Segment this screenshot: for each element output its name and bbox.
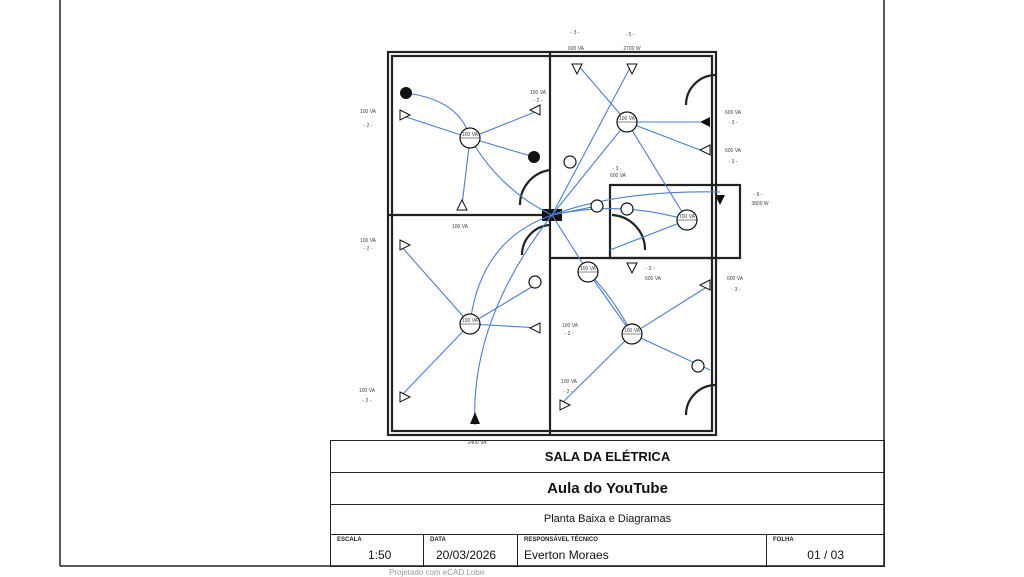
load-label: 100 VA xyxy=(360,238,377,244)
date-value: 20/03/2026 xyxy=(436,548,497,562)
load-label: 600 VA xyxy=(727,276,744,282)
load-label: 100 VA xyxy=(452,224,469,230)
load-label: - 2 - xyxy=(534,98,543,104)
date-field: DATA 20/03/2026 xyxy=(424,534,518,566)
light-fixtures: 100 VA 100 VA 100 VA 100 VA 100 VA 100 V… xyxy=(459,111,698,345)
load-label: - 3 - xyxy=(613,166,622,172)
load-label: 600 VA xyxy=(568,46,585,52)
engineer-value: Everton Moraes xyxy=(524,548,609,562)
lamp-label: 100 VA xyxy=(462,318,479,324)
load-label: 100 VA xyxy=(530,90,547,96)
load-label: - 3 - xyxy=(732,287,741,293)
scale-field: ESCALA 1:50 xyxy=(331,534,424,566)
load-label: 100 VA xyxy=(562,323,579,329)
load-label: 100 VA xyxy=(360,109,377,115)
load-label: - 3 - xyxy=(646,266,655,272)
project-subtitle: Aula do YouTube xyxy=(331,472,884,505)
lamp-label: 100 VA xyxy=(580,266,597,272)
load-label: 100 VA xyxy=(359,388,376,394)
lamp-label: 100 VA xyxy=(619,116,636,122)
lamp-label: 100 VA xyxy=(462,132,479,138)
sheet-value: 01 / 03 xyxy=(807,548,844,562)
footer-credit: Projetado com eCAD Lobe xyxy=(389,568,485,577)
title-block-fields: ESCALA 1:50 DATA 20/03/2026 RESPONSÁVEL … xyxy=(331,534,884,566)
scale-value: 1:50 xyxy=(368,548,392,562)
load-label: 600 VA xyxy=(725,148,742,154)
load-label: - 3 - xyxy=(729,120,738,126)
load-label: - 2 - xyxy=(364,246,373,252)
load-label: 2700 W xyxy=(623,46,641,52)
walls xyxy=(386,50,742,437)
load-label: - 6 - xyxy=(754,192,763,198)
load-label: 600 VA xyxy=(725,110,742,116)
load-label: - 2 - xyxy=(564,389,573,395)
load-label: 3800 W xyxy=(751,201,769,207)
load-label: 600 VA xyxy=(645,276,662,282)
load-label: - 5 - xyxy=(626,32,635,38)
load-label: 600 VA xyxy=(610,173,627,179)
load-label: 2400 VA xyxy=(468,440,487,446)
title-block: SALA DA ELÉTRICA Aula do YouTube Planta … xyxy=(330,440,885,567)
load-label: - 2 - xyxy=(364,123,373,129)
wiring xyxy=(399,63,721,426)
load-label: - 3 - xyxy=(571,30,580,36)
lamp-label: 100 VA xyxy=(679,214,696,220)
drawing-description: Planta Baixa e Diagramas xyxy=(331,504,884,535)
load-label: 100 VA xyxy=(561,379,578,385)
engineer-field: RESPONSÁVEL TÉCNICO Everton Moraes xyxy=(518,534,767,566)
load-label: - 2 - xyxy=(565,331,574,337)
sheet-caption: FOLHA xyxy=(773,537,794,543)
lamp-label: 100 VA xyxy=(624,328,641,334)
project-title: SALA DA ELÉTRICA xyxy=(331,441,884,473)
load-labels: 100 VA - 2 - 100 VA - 2 - - 3 - 600 VA -… xyxy=(359,30,769,446)
scale-caption: ESCALA xyxy=(337,537,362,543)
sheet-field: FOLHA 01 / 03 xyxy=(767,534,884,566)
date-caption: DATA xyxy=(430,537,446,543)
load-label: - 3 - xyxy=(729,159,738,165)
outlets xyxy=(399,63,725,424)
load-label: - 2 - xyxy=(363,398,372,404)
engineer-caption: RESPONSÁVEL TÉCNICO xyxy=(524,537,598,543)
